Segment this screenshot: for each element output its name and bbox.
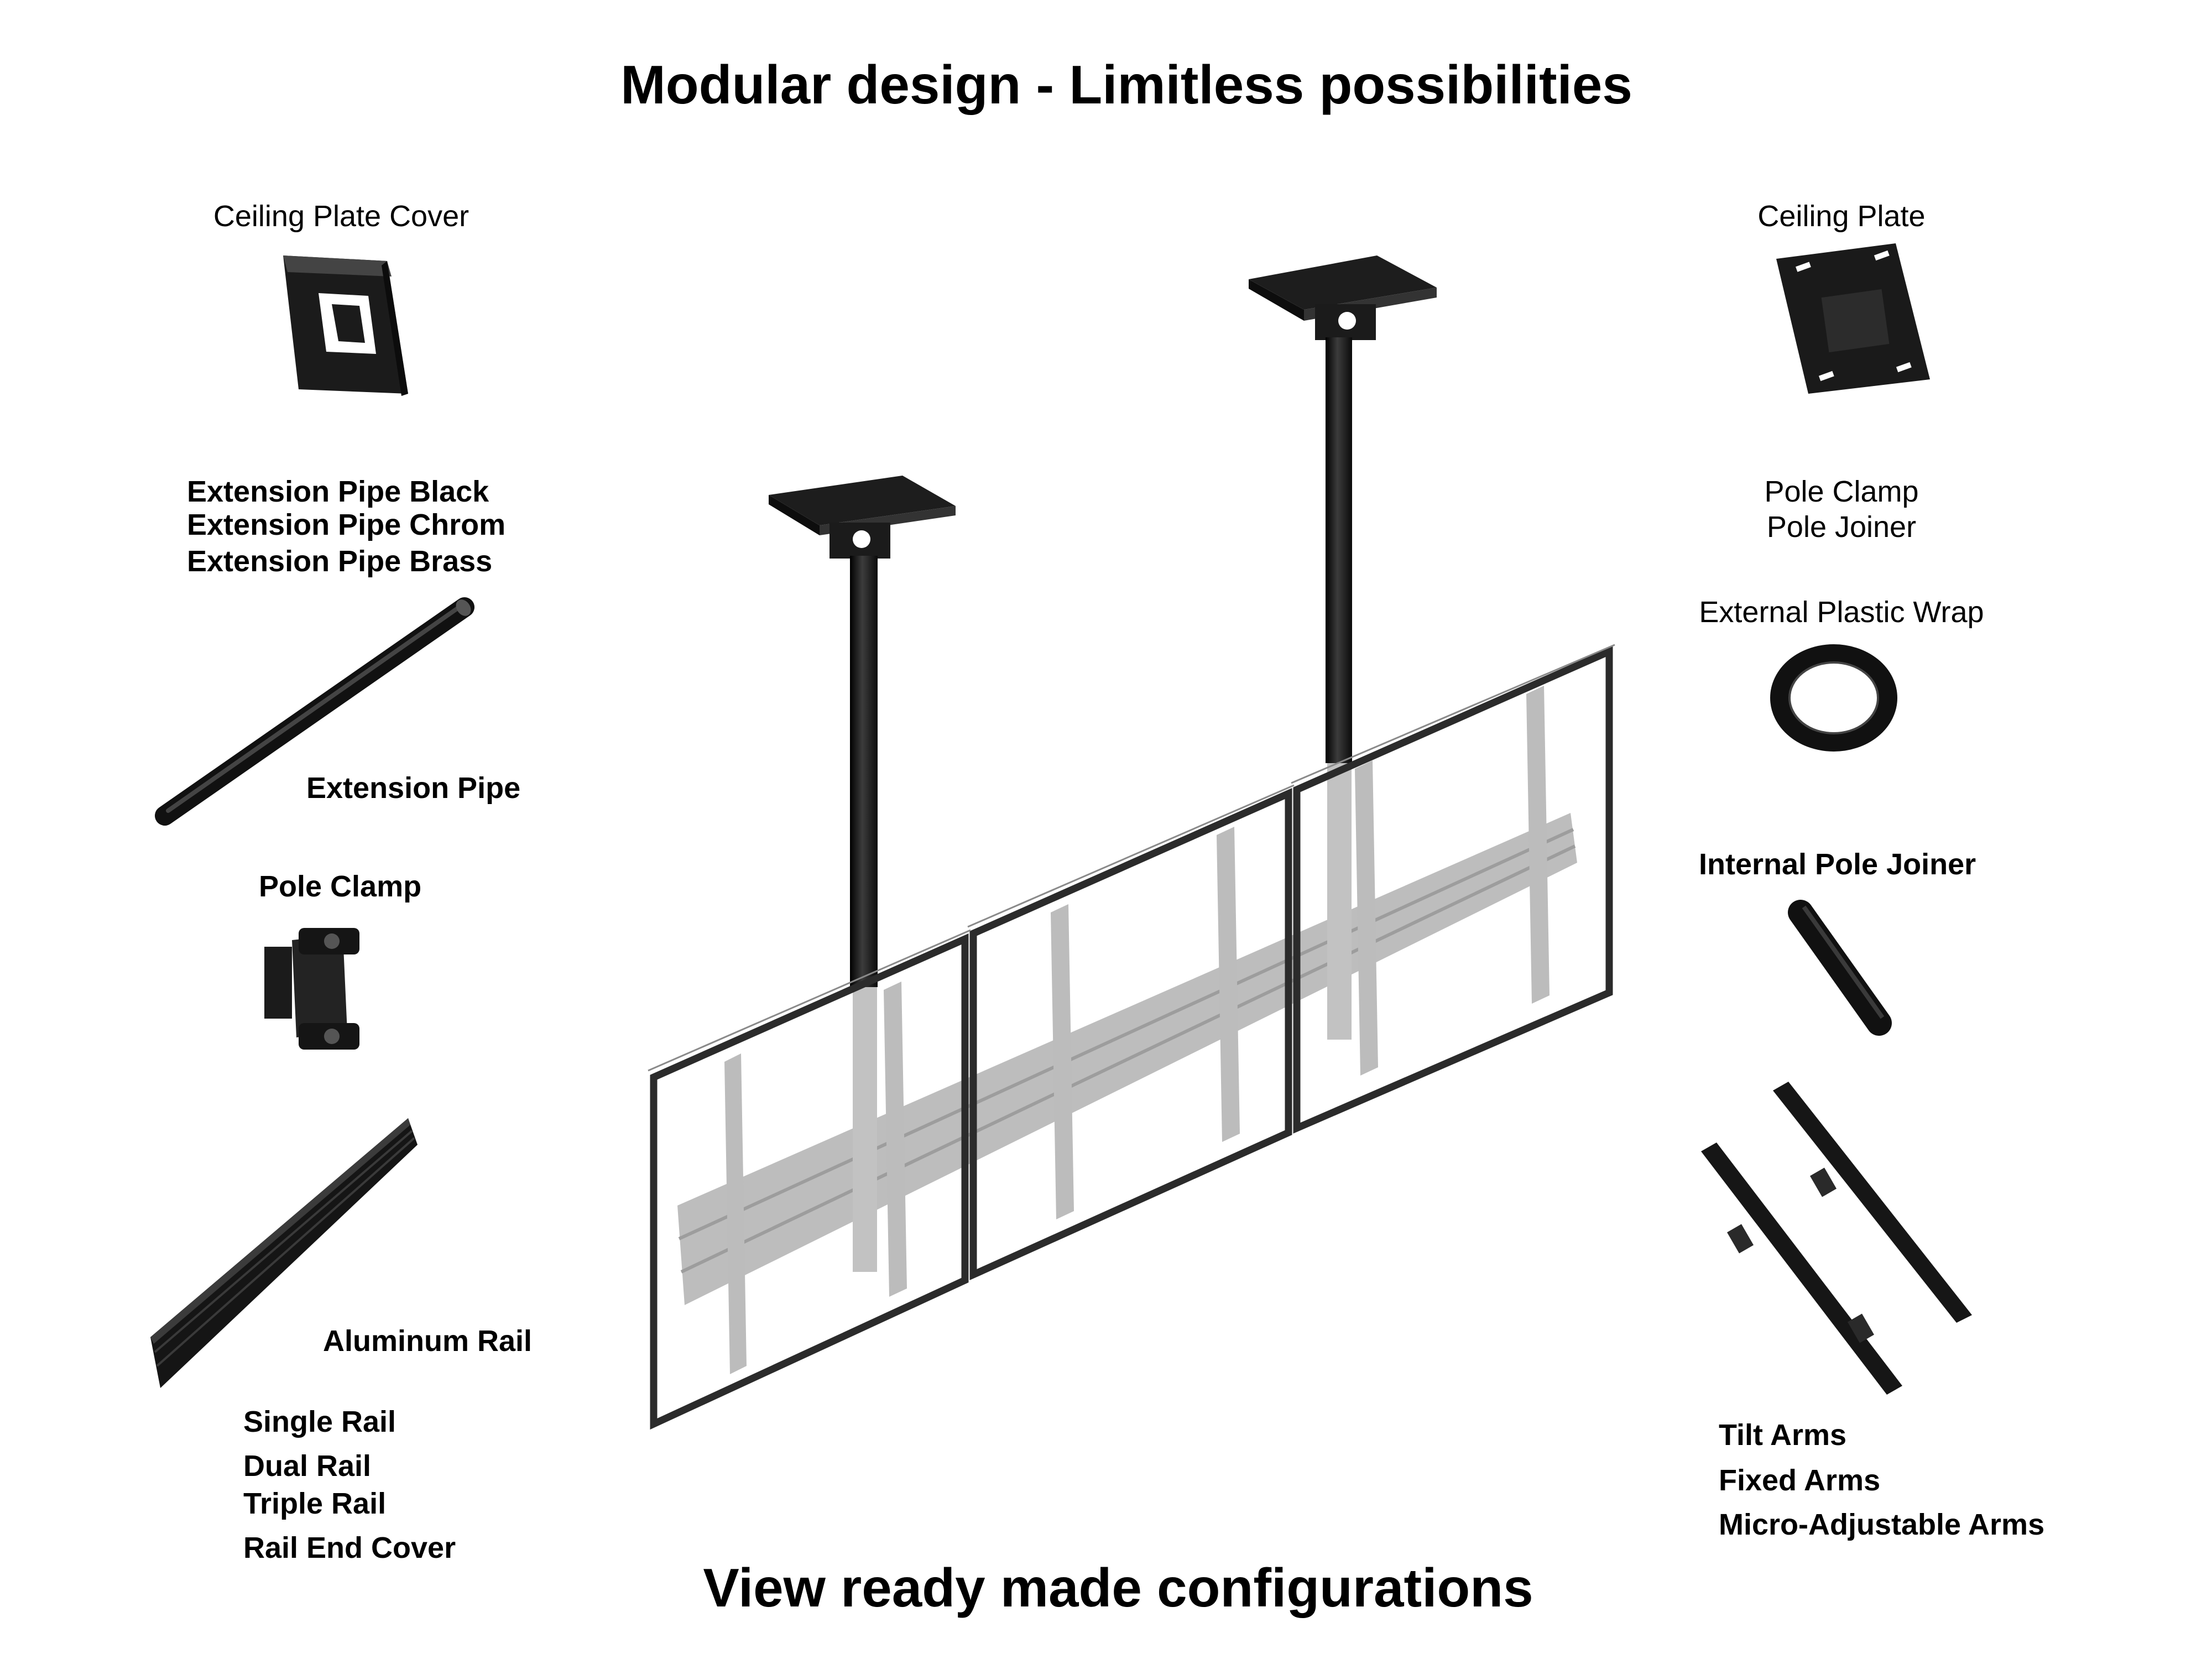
- extension-pipe-icon: [155, 597, 474, 826]
- label-rail-end-cover: Rail End Cover: [243, 1531, 456, 1564]
- label-ceiling-plate-cover: Ceiling Plate Cover: [213, 200, 469, 233]
- label-pole-clamp-left: Pole Clamp: [259, 870, 422, 903]
- ceiling-plate-cover-icon: [283, 255, 408, 396]
- plastic-wrap-icon: [1770, 644, 1897, 752]
- label-dual-rail: Dual Rail: [243, 1449, 372, 1483]
- aluminum-rail-icon: [150, 1118, 418, 1388]
- video-wall-mount-illustration: [648, 255, 1615, 1430]
- label-pole-clamp-right: Pole Clamp: [1764, 475, 1919, 508]
- label-micro-adjustable-arms: Micro-Adjustable Arms: [1719, 1508, 2045, 1541]
- label-aluminum-rail: Aluminum Rail: [323, 1324, 533, 1358]
- label-pole-joiner: Pole Joiner: [1766, 510, 1917, 544]
- label-extension-pipe-chrom: Extension Pipe Chrom: [187, 508, 506, 541]
- pole-clamp-icon: [264, 928, 359, 1050]
- label-extension-pipe: Extension Pipe: [306, 771, 521, 805]
- ceiling-plate-icon: [1776, 243, 1930, 394]
- internal-pole-joiner-icon: [1788, 900, 1892, 1036]
- view-configurations-link[interactable]: View ready made configurations: [703, 1557, 1533, 1618]
- label-internal-pole-joiner: Internal Pole Joiner: [1699, 848, 1976, 881]
- label-ceiling-plate: Ceiling Plate: [1757, 200, 1926, 233]
- label-extension-pipe-brass: Extension Pipe Brass: [187, 545, 493, 578]
- label-external-plastic-wrap: External Plastic Wrap: [1699, 596, 1984, 629]
- label-extension-pipe-black: Extension Pipe Black: [187, 475, 489, 508]
- page-title: Modular design - Limitless possibilities: [620, 54, 1632, 115]
- tilt-arms-icon: [1701, 1082, 1972, 1395]
- label-fixed-arms: Fixed Arms: [1719, 1464, 1881, 1497]
- label-single-rail: Single Rail: [243, 1405, 397, 1438]
- label-tilt-arms: Tilt Arms: [1719, 1418, 1847, 1452]
- label-triple-rail: Triple Rail: [243, 1487, 387, 1520]
